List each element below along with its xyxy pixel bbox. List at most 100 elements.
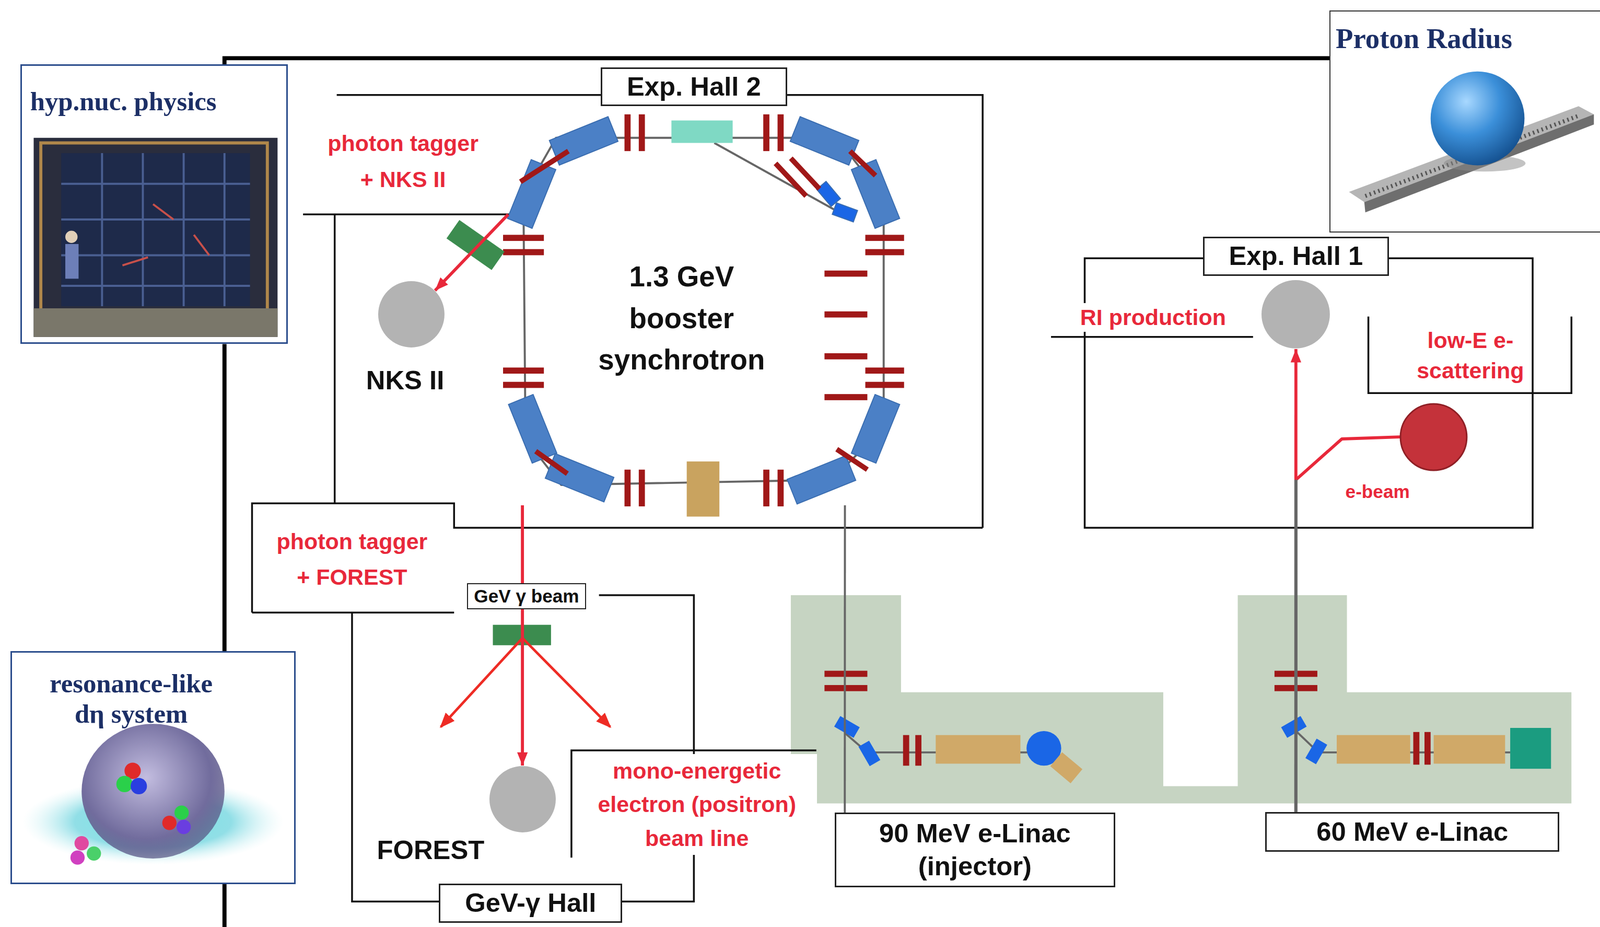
station-label: RI production xyxy=(1075,302,1232,332)
hall-wall xyxy=(252,611,455,614)
quadrupole xyxy=(865,367,905,374)
quadrupole xyxy=(824,353,868,360)
quadrupole xyxy=(824,270,868,277)
illustration-panel: resonance-like dη system xyxy=(10,650,297,884)
quadrupole xyxy=(865,249,905,256)
quadrupole xyxy=(624,114,632,151)
panel-ground xyxy=(1329,10,1600,233)
edge-label: e-beam xyxy=(1342,480,1413,503)
quadrupole xyxy=(1424,731,1431,765)
quadrupole xyxy=(777,469,785,507)
tunnel-band xyxy=(790,594,1572,804)
quadrupole xyxy=(638,469,646,507)
quark-dot xyxy=(174,805,189,820)
photo-cables xyxy=(122,204,209,266)
septum-magnet xyxy=(832,202,858,223)
hall-outline: FORESTGeV-γ Hall xyxy=(352,594,694,902)
quadrupole xyxy=(503,234,544,241)
nucleus-sphere xyxy=(81,723,225,859)
linac-box: 90 MeV e-Linac (injector) xyxy=(834,812,1116,887)
quadrupole xyxy=(763,114,770,151)
quadrupole xyxy=(638,114,646,151)
quark-dot xyxy=(162,815,177,830)
target-disc-shape xyxy=(1261,279,1330,349)
hall-title: Exp. Hall 2 xyxy=(600,67,788,107)
quadrupole xyxy=(503,367,544,374)
bending-magnet xyxy=(545,453,614,502)
hall-outline: 1.3 GeV booster synchrotronNKS IIExp. Ha… xyxy=(334,95,983,528)
target-disc-shape xyxy=(378,281,445,348)
accelerating-tube xyxy=(1433,734,1506,764)
panel-title: hyp.nuc. physics xyxy=(30,85,217,118)
hall-wall xyxy=(302,214,511,504)
beam-line xyxy=(843,505,846,813)
photo-grid xyxy=(61,153,250,307)
bending-magnet xyxy=(507,159,556,229)
beam-arrow xyxy=(440,637,523,727)
bending-magnet xyxy=(858,740,881,766)
target-disc xyxy=(488,765,557,833)
station-label: low-E e- scattering xyxy=(1404,324,1537,386)
photo-frame xyxy=(40,143,268,327)
linac-label: 60 MeV e-Linac xyxy=(1316,815,1509,848)
photo-person xyxy=(65,243,79,279)
quadrupole xyxy=(865,381,905,389)
photo-floor xyxy=(33,308,278,337)
quark-dot xyxy=(176,819,191,834)
photo-detector xyxy=(61,153,250,307)
quadrupole xyxy=(903,734,910,766)
beam-line xyxy=(435,214,509,291)
illustration-panel: Proton Radius xyxy=(1329,10,1600,233)
detector-label: FOREST xyxy=(376,834,485,867)
annotation-label: mono-energetic electron (positron) beam … xyxy=(577,753,817,855)
target-circle: FOREST xyxy=(488,765,557,833)
quadrupole xyxy=(824,670,868,677)
target-disc xyxy=(1260,279,1331,349)
bending-magnet xyxy=(508,394,557,463)
target-disc xyxy=(1399,403,1468,471)
quadrupole xyxy=(503,381,544,389)
photo-panel: hyp.nuc. physics xyxy=(20,64,288,344)
proton-ball xyxy=(1430,71,1525,166)
quadrupole xyxy=(865,234,905,241)
synchrotron-ring: 1.3 GeV booster synchrotron xyxy=(508,112,898,506)
bending-magnet xyxy=(851,394,900,463)
linac-box: 60 MeV e-Linac xyxy=(1265,811,1560,852)
panel-ground xyxy=(10,650,297,884)
target-circle: NKS II xyxy=(377,280,446,348)
panel-title: resonance-like dη system xyxy=(36,668,226,730)
bending-magnet xyxy=(851,159,900,229)
linac-label: 90 MeV e-Linac (injector) xyxy=(852,816,1098,883)
accelerating-tube xyxy=(935,734,1021,764)
kicker xyxy=(686,461,720,517)
bending-magnet xyxy=(787,455,856,504)
quadrupole xyxy=(763,469,770,507)
quark-dot xyxy=(74,835,89,850)
target-circle: low-E e- scattering xyxy=(1399,403,1468,471)
hall-title: GeV-γ Hall xyxy=(438,883,623,923)
panel-title: Proton Radius xyxy=(1335,21,1513,56)
label-bracket xyxy=(1050,335,1254,338)
quark-dot xyxy=(130,777,147,794)
hall-title: Exp. Hall 1 xyxy=(1203,236,1390,276)
hall-wall xyxy=(252,503,984,613)
target-circle: RI production xyxy=(1260,279,1331,349)
sextupole xyxy=(520,150,876,474)
bending-magnet xyxy=(1305,738,1328,764)
bending-magnet xyxy=(1280,715,1307,738)
quadrupole xyxy=(824,393,868,401)
quark-dot xyxy=(70,849,85,864)
detector-label: NKS II xyxy=(366,364,445,397)
building-frame xyxy=(224,57,1600,927)
beam-arrow xyxy=(522,637,611,727)
annotation-label: photon tagger + NKS II xyxy=(322,125,484,198)
hall-outline: RI productionlow-E e- scatteringExp. Hal… xyxy=(1084,258,1534,528)
beam-label: GeV γ beam xyxy=(466,582,587,610)
rf-cavity xyxy=(671,120,733,144)
quadrupole xyxy=(1413,731,1420,765)
annotation-label: photon tagger + FOREST xyxy=(271,523,434,596)
